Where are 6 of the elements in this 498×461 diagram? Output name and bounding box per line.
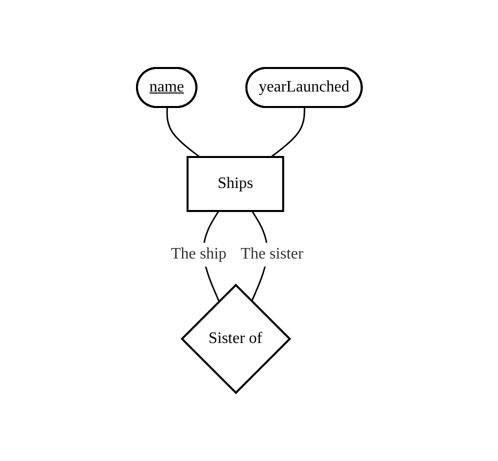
connector [166,108,200,158]
node-box: Ships [186,156,284,212]
edge-label: The ship [170,246,226,263]
connector [270,108,305,158]
node-diamond: Sister of [180,284,291,394]
edge-label: The sister [240,246,303,263]
